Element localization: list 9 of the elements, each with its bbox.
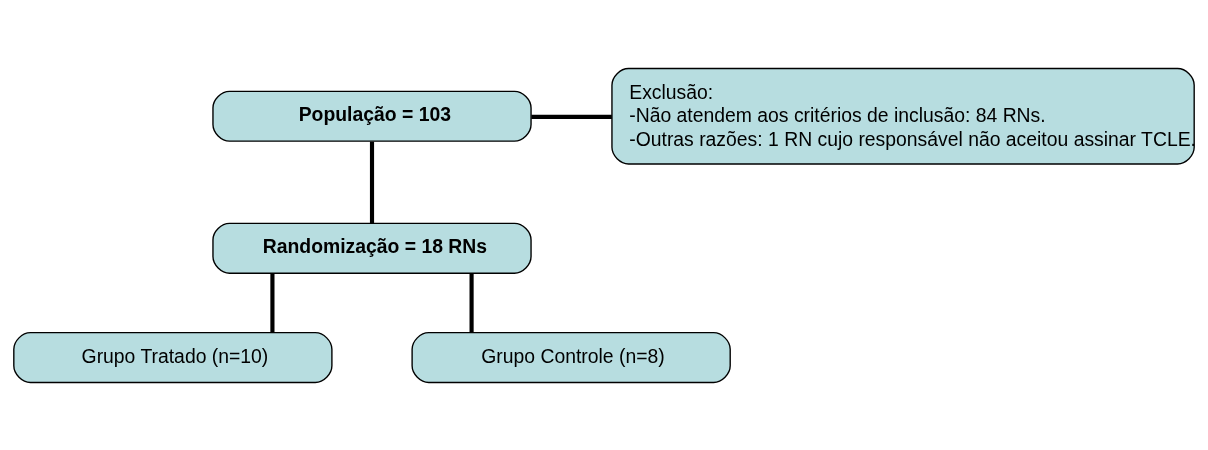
node-box: Grupo Tratado (n=10) [13,331,333,383]
node-box: Exclusão: -Não atendem aos critérios de inclusão: 84 RNs. -Outras razões: 1 RN cujo responsável não aceitou assinar TCLE. [611,67,1195,165]
connector [531,114,612,119]
connector [369,141,375,223]
node-box: Grupo Controle (n=8) [411,331,731,383]
connector [469,273,474,332]
node-box: Randomização = 18 RNs [212,222,532,274]
connector [270,273,275,332]
node-box: População = 103 [212,90,532,142]
